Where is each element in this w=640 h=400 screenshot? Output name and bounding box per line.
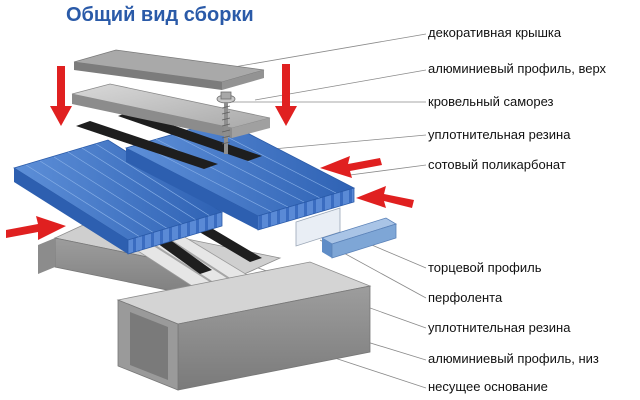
label-sealing-rubber-bottom: уплотнительная резина <box>428 320 571 335</box>
sealing-rubber-bottom <box>150 226 262 274</box>
label-polycarbonate: сотовый поликарбонат <box>428 157 566 172</box>
label-aluminum-profile-top: алюминиевый профиль, верх <box>428 61 607 76</box>
label-sealing-rubber-top: уплотнительная резина <box>428 127 571 142</box>
label-end-profile: торцевой профиль <box>428 260 542 275</box>
support-beam-front <box>116 261 372 391</box>
roofing-screw <box>216 91 236 154</box>
arrow-down-left-icon <box>50 66 72 126</box>
label-perforated-tape: перфолента <box>428 290 503 305</box>
label-roofing-screw: кровельный саморез <box>428 94 554 109</box>
arrow-left-bottom-icon <box>356 186 414 208</box>
aluminum-profile-top <box>71 83 271 138</box>
polycarbonate-sheet-right <box>124 119 356 231</box>
arrow-left-top-icon <box>320 156 382 178</box>
arrow-down-right-icon <box>275 64 297 126</box>
polycarbonate-sheet-left <box>13 139 223 255</box>
diagram-title: Общий вид сборки <box>66 4 254 26</box>
red-arrows <box>6 64 414 240</box>
label-decorative-cap: декоративная крышка <box>428 25 562 40</box>
label-aluminum-profile-bottom: алюминиевый профиль, низ <box>428 351 599 366</box>
label-supporting-base: несущее основание <box>428 379 548 394</box>
end-profile <box>295 207 397 259</box>
decorative-cap <box>73 49 265 90</box>
arrow-right-icon <box>6 216 66 240</box>
